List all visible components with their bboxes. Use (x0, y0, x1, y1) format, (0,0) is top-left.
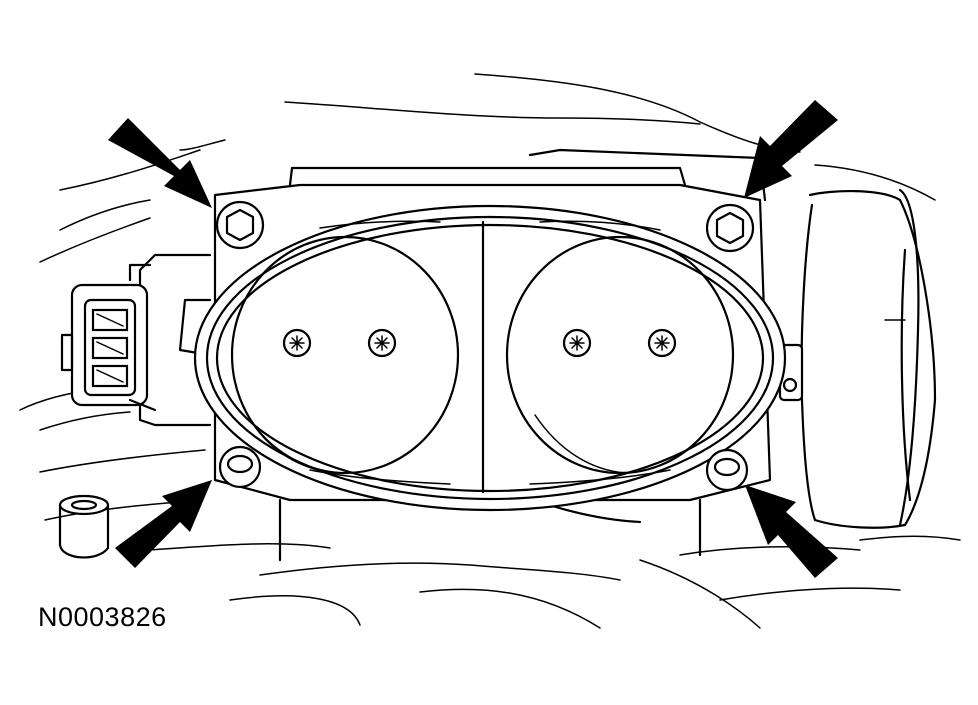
left-throttle-bore (230, 235, 460, 475)
screw-icon (367, 328, 397, 358)
lower-right-bolt-icon (705, 448, 749, 492)
figure-id-label: N0003826 (38, 602, 167, 632)
arrow-lower-left-icon (115, 480, 212, 568)
arrow-upper-right-icon (744, 100, 838, 198)
callout-arrows (108, 100, 838, 578)
screw-icon (282, 328, 312, 358)
arrow-lower-right-icon (745, 485, 838, 578)
arrow-upper-left-icon (108, 118, 212, 208)
screw-icon (562, 328, 592, 358)
oval-bore-housing (193, 204, 787, 512)
mounting-bolts (215, 200, 755, 492)
screw-icon (647, 328, 677, 358)
upper-left-bolt-icon (215, 200, 265, 250)
vacuum-fitting (58, 494, 110, 559)
lower-left-bolt-icon (218, 445, 262, 489)
throttle-plate-screws (282, 328, 677, 358)
upper-right-bolt-icon (705, 203, 755, 253)
electrical-connector (60, 253, 212, 427)
throttle-motor-housing (778, 188, 937, 529)
right-throttle-bore (505, 235, 735, 475)
